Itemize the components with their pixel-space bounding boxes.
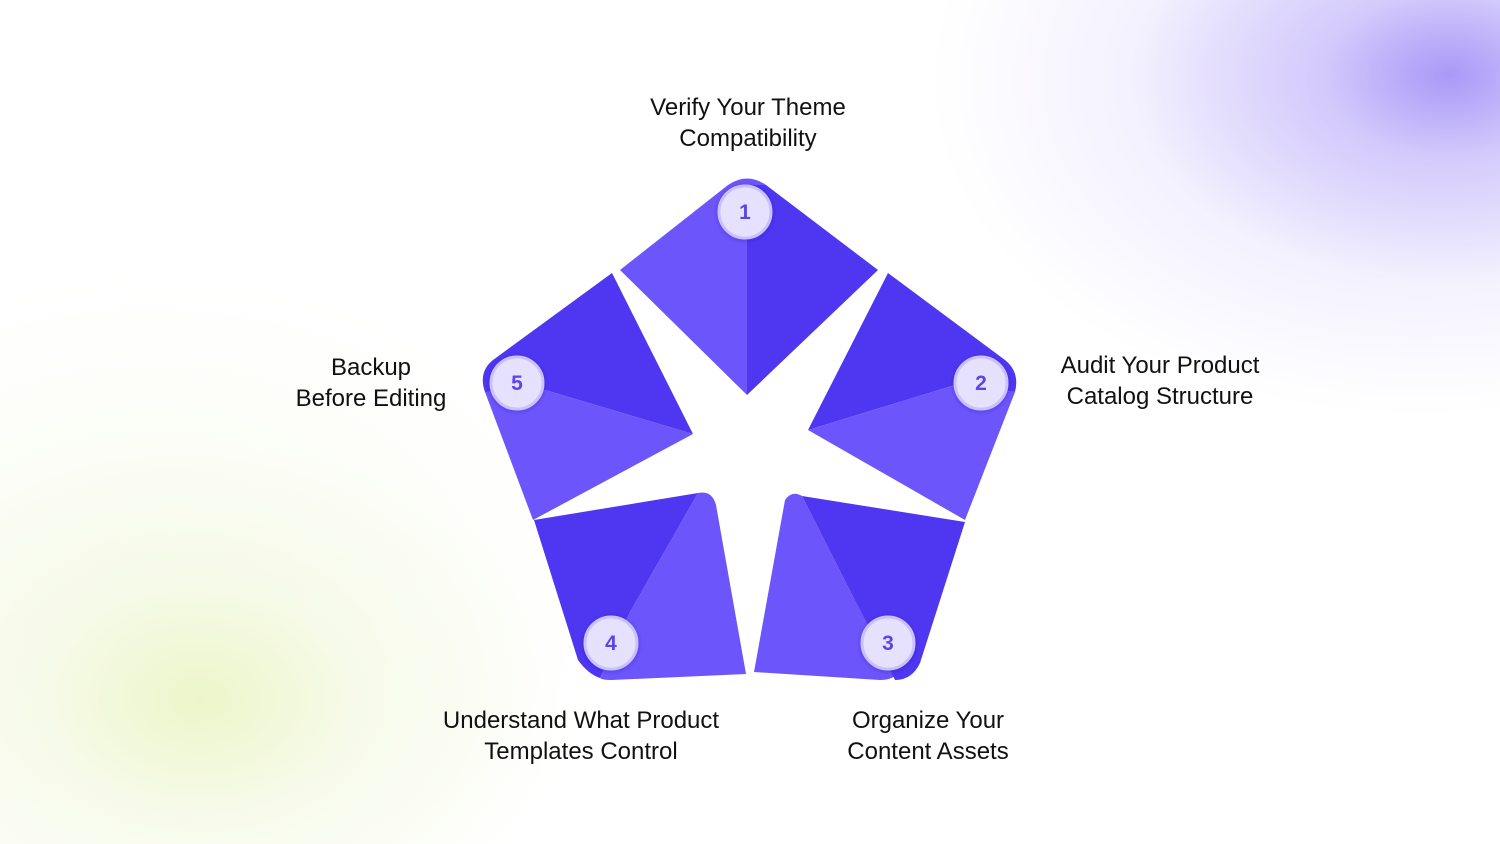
segment-5-shape-bottom (485, 390, 693, 520)
segment-4-shape-left (534, 493, 698, 678)
step-2-label: Audit Your Product Catalog Structure (1061, 350, 1260, 412)
step-3-label-line-2: Content Assets (847, 738, 1009, 765)
step-1-label-line-2: Compatibility (679, 125, 817, 152)
step-5-badge (489, 355, 545, 411)
step-2-label-line-1: Audit Your Product (1060, 352, 1260, 379)
step-1-number: 1 (739, 201, 751, 224)
step-2-label-line-2: Catalog Structure (1066, 383, 1254, 410)
segment-5-shape-top (482, 273, 693, 434)
step-4-label-line-2: Templates Control (484, 738, 678, 765)
step-3-badge (860, 615, 916, 671)
step-4-number: 4 (605, 632, 617, 655)
step-5-label-line-2: Before Editing (295, 385, 447, 412)
step-4-label: Understand What Product Templates Contro… (443, 705, 719, 767)
step-4-label-line-1: Understand What Product (442, 707, 720, 734)
segment-2-shape-bottom (808, 385, 1015, 520)
segment-5: 5 (482, 273, 693, 520)
step-3-label-line-1: Organize Your (851, 707, 1005, 734)
step-5-label: Backup Before Editing (296, 352, 447, 414)
step-3-number: 3 (882, 632, 894, 655)
segment-4: 4 (534, 492, 746, 680)
segment-2-shape-top (808, 273, 1017, 430)
step-1-badge (717, 184, 773, 240)
step-2-badge (953, 355, 1009, 411)
step-1-label: Verify Your Theme Compatibility (650, 92, 846, 154)
step-5-label-line-1: Backup (330, 354, 412, 381)
segment-3-shape-left (754, 493, 895, 680)
step-2-number: 2 (975, 372, 987, 395)
segment-3: 3 (754, 493, 965, 680)
segment-1-shape-right (747, 185, 878, 395)
step-1-label-line-1: Verify Your Theme (650, 94, 846, 121)
segment-1: 1 (620, 178, 878, 395)
segment-2: 2 (808, 273, 1017, 520)
step-3-label: Organize Your Content Assets (847, 705, 1008, 767)
step-5-number: 5 (511, 372, 523, 395)
step-4-badge (583, 615, 639, 671)
segment-3-shape-right (802, 496, 965, 680)
